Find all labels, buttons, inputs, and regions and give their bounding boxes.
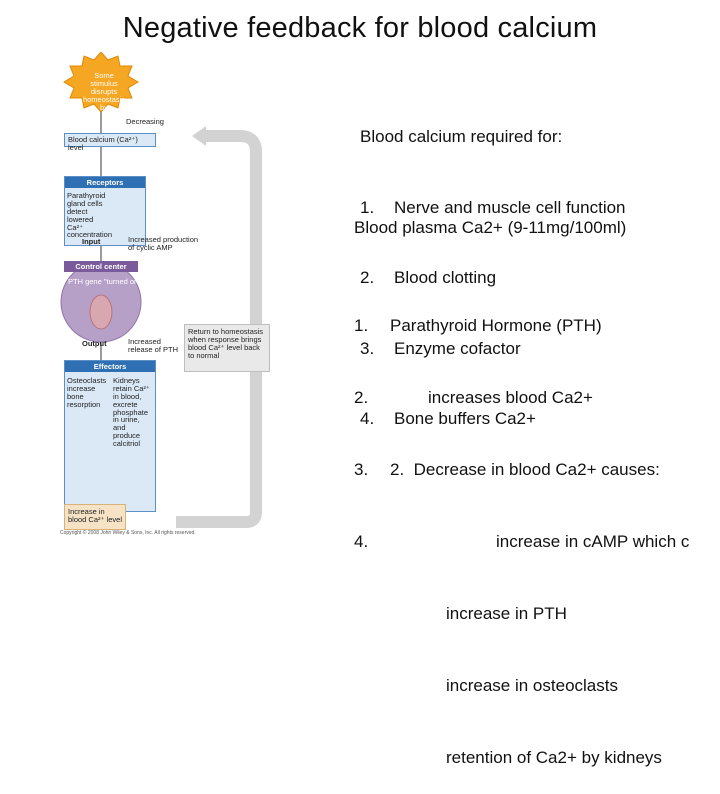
return-homeostasis-text: Return to homeostasis when response brin… bbox=[188, 327, 264, 360]
effectors-header: Effectors bbox=[65, 361, 155, 372]
list-text: Nerve and muscle cell function bbox=[394, 197, 626, 217]
return-arrow-right bbox=[206, 130, 262, 482]
effectors-box: Effectors Osteoclasts increase bone reso… bbox=[64, 360, 156, 512]
sequence-item: 4. increase in cAMP which c bbox=[354, 530, 689, 554]
slide-title: Negative feedback for blood calcium bbox=[122, 12, 598, 44]
receptors-header: Receptors bbox=[65, 177, 145, 188]
required-block: Blood calcium required for: 1. Nerve and … bbox=[360, 78, 626, 454]
list-text: increase in cAMP which c bbox=[496, 532, 690, 551]
parathyroid-gland-icon-2 bbox=[89, 294, 113, 330]
plasma-range-text: Blood plasma Ca2+ (9-11mg/100ml) bbox=[354, 218, 627, 237]
stimulus-label: Some stimulus disrupts homeostasis by bbox=[82, 71, 126, 112]
list-number: 2. bbox=[354, 388, 369, 407]
sequence-continuation: increase in osteoclasts bbox=[446, 676, 618, 695]
list-number: 2. bbox=[360, 268, 375, 287]
return-homeostasis-box: Return to homeostasis when response brin… bbox=[184, 324, 270, 372]
copyright-text: Copyright © 2008 John Wiley & Sons, Inc.… bbox=[60, 530, 196, 536]
response-box: Increase in blood Ca²⁺ level bbox=[64, 504, 126, 530]
sequence-continuation: retention of Ca2+ by kidneys bbox=[446, 748, 662, 767]
control-center-header: Control center bbox=[64, 261, 138, 272]
control-center-text: PTH gene "turned on" bbox=[68, 277, 141, 286]
effector-osteoclasts-text: Osteoclasts increase bone resorption bbox=[67, 376, 107, 409]
list-text: 2. Decrease in blood Ca2+ causes: bbox=[390, 460, 660, 479]
response-text: Increase in blood Ca²⁺ level bbox=[68, 507, 122, 524]
output-label: Output bbox=[82, 339, 107, 348]
input-label: Input bbox=[82, 237, 101, 246]
list-text: increases blood Ca2+ bbox=[428, 388, 593, 407]
effector-kidneys-text: Kidneys retain Ca²⁺ in blood, excrete ph… bbox=[113, 376, 150, 448]
required-heading: Blood calcium required for: bbox=[360, 127, 563, 146]
list-text: Bone buffers Ca2+ bbox=[394, 409, 536, 428]
required-item: 1. Nerve and muscle cell function bbox=[360, 196, 626, 220]
return-arrowhead-icon bbox=[192, 126, 206, 146]
list-text: Parathyroid Hormone (PTH) bbox=[390, 316, 602, 335]
output-text: Increased release of PTH bbox=[128, 337, 179, 354]
list-number: 1. bbox=[354, 316, 369, 335]
list-text: Blood clotting bbox=[394, 268, 497, 287]
controlled-condition-box: Blood calcium (Ca²⁺) level bbox=[64, 133, 156, 151]
input-text: Increased production of cyclic AMP bbox=[128, 235, 199, 252]
return-arrow-bottom bbox=[176, 482, 262, 528]
receptors-box: Receptors Parathyroid gland cells detect… bbox=[64, 176, 146, 246]
controlled-condition-text: Blood calcium (Ca²⁺) level bbox=[68, 135, 138, 152]
required-item: 3. Enzyme cofactor bbox=[360, 337, 626, 361]
sequence-continuation: increase in PTH bbox=[446, 604, 567, 623]
sequence-item: 2. increases blood Ca2+ bbox=[354, 386, 689, 410]
receptors-text: Parathyroid gland cells detect lowered C… bbox=[67, 191, 113, 240]
list-number: 3. bbox=[354, 460, 369, 479]
required-item: 2. Blood clotting bbox=[360, 266, 626, 290]
sequence-item: 1. Parathyroid Hormone (PTH) bbox=[354, 314, 689, 338]
feedback-diagram: Some stimulus disrupts homeostasis by De… bbox=[56, 52, 286, 540]
list-number: 1. bbox=[360, 197, 375, 217]
stimulus-starburst-icon bbox=[63, 52, 139, 113]
list-number: 4. bbox=[354, 532, 369, 551]
list-number: 3. bbox=[360, 338, 375, 358]
sequence-list: 1. Parathyroid Hormone (PTH) 2. increases … bbox=[354, 266, 689, 794]
list-text: Enzyme cofactor bbox=[394, 338, 521, 358]
required-item: 4. Bone buffers Ca2+ bbox=[360, 407, 626, 431]
sequence-item: 3. 2. Decrease in blood Ca2+ causes: bbox=[354, 458, 689, 482]
decreasing-label: Decreasing bbox=[126, 117, 164, 126]
list-number: 4. bbox=[360, 409, 375, 428]
